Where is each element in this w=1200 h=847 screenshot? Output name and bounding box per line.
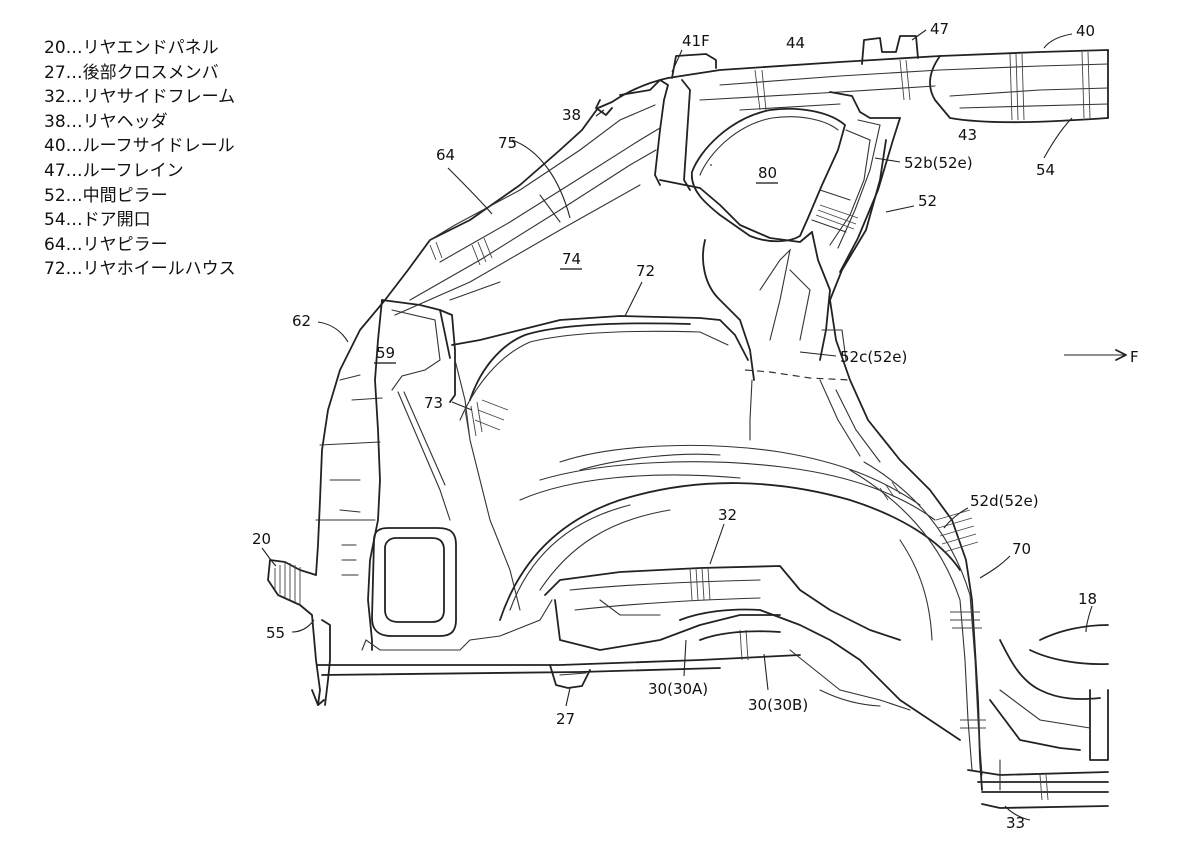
legend-number: 32: [44, 87, 66, 108]
label-47: 47: [930, 20, 949, 38]
label-27: 27: [556, 710, 575, 728]
label-72: 72: [636, 262, 655, 280]
legend-entry: 54…ドア開口: [44, 208, 236, 233]
panel-59: [361, 299, 553, 651]
rear-pillar: [394, 79, 813, 316]
label-20: 20: [252, 530, 271, 548]
legend-part-name: リヤホイールハウス: [82, 259, 236, 280]
label-52c: 52c(52e): [840, 348, 907, 366]
label-55: 55: [266, 624, 285, 642]
legend-number: 20: [44, 38, 66, 58]
legend-entry: 20…リヤエンドパネル: [44, 36, 236, 61]
legend-part-name: リヤヘッダ: [82, 111, 168, 132]
label-52d: 52d(52e): [970, 492, 1039, 510]
label-43: 43: [958, 126, 977, 144]
legend-number: 27: [44, 62, 66, 83]
legend-part-name: 中間ピラー: [82, 185, 168, 206]
legend-separator: …: [65, 259, 83, 280]
label-44: 44: [786, 34, 805, 52]
label-52: 52: [918, 192, 937, 210]
legend-separator: …: [65, 62, 83, 83]
label-62: 62: [292, 312, 311, 330]
legend-part-name: リヤサイドフレーム: [82, 87, 236, 108]
legend-entry: 27…後部クロスメンバ: [44, 61, 236, 86]
legend-entry: 47…ルーフレイン: [44, 159, 236, 184]
label-33: 33: [1006, 814, 1025, 832]
legend-separator: …: [65, 136, 83, 157]
legend-part-name: ドア開口: [82, 210, 151, 231]
label-64: 64: [436, 146, 455, 164]
legend-number: 54: [44, 210, 66, 231]
label-74: 74: [562, 250, 581, 268]
legend-part-name: ルーフレイン: [82, 160, 184, 181]
legend-separator: …: [65, 185, 83, 206]
legend-entry: 52…中間ピラー: [44, 184, 236, 209]
legend-entry: 72…リヤホイールハウス: [44, 257, 236, 282]
rear-end-panel: [274, 374, 383, 706]
legend-number: 47: [44, 160, 66, 181]
wheel-house-72: [451, 315, 961, 621]
label-41F: 41F: [682, 32, 710, 50]
leader-lines: [261, 29, 1127, 821]
legend-entry: 38…リヤヘッダ: [44, 110, 236, 135]
label-18: 18: [1078, 590, 1097, 608]
legend-number: 40: [44, 136, 66, 157]
legend-separator: …: [65, 87, 83, 108]
label-38: 38: [562, 106, 581, 124]
legend-part-name: リヤエンドパネル: [82, 38, 219, 58]
label-30A: 30(30A): [648, 680, 708, 698]
label-75: 75: [498, 134, 517, 152]
legend-separator: …: [65, 160, 83, 181]
legend-entry: 40…ルーフサイドレール: [44, 134, 236, 159]
legend-separator: …: [65, 210, 83, 231]
legend-number: 52: [44, 185, 66, 206]
label-32: 32: [718, 506, 737, 524]
middle-pillar: [702, 91, 901, 463]
roof-side-rail: [671, 35, 1109, 121]
legend-part-name: リヤピラー: [82, 234, 168, 255]
label-54: 54: [1036, 161, 1055, 179]
legend-number: 38: [44, 111, 66, 132]
legend-number: 72: [44, 259, 66, 280]
side-sill: [967, 624, 1109, 809]
outer-outline: [267, 49, 1109, 791]
legend-part-name: 後部クロスメンバ: [82, 62, 219, 83]
label-52b: 52b(52e): [904, 154, 973, 172]
legend-separator: …: [65, 38, 83, 58]
label-F: F: [1130, 348, 1139, 366]
label-40: 40: [1076, 22, 1095, 40]
legend-separator: …: [65, 234, 83, 255]
label-73: 73: [424, 394, 443, 412]
legend-part-name: ルーフサイドレール: [82, 136, 235, 157]
legend-entry: 64…リヤピラー: [44, 233, 236, 258]
rear-side-frame-32: [544, 461, 986, 776]
legend-separator: …: [65, 111, 83, 132]
legend-entry: 32…リヤサイドフレーム: [44, 85, 236, 110]
label-30B: 30(30B): [748, 696, 808, 714]
window-opening-80: [691, 107, 846, 243]
label-59: 59: [376, 344, 395, 362]
reference-labels: 41F 47 40 44 43 54 38 75 64 80 52b(52e) …: [252, 20, 1139, 832]
label-70: 70: [1012, 540, 1031, 558]
legend-number: 64: [44, 234, 66, 255]
label-80: 80: [758, 164, 777, 182]
